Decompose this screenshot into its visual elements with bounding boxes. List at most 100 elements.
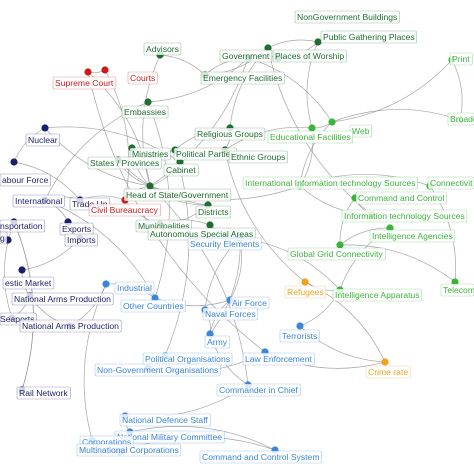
node-domestic-market[interactable] xyxy=(18,266,26,274)
label-ngos[interactable]: Non-Government Organisations xyxy=(94,363,221,377)
node-intelligence-agencies[interactable] xyxy=(386,224,394,232)
label-political-parties[interactable]: Political Parties xyxy=(173,147,238,161)
label-national-arms-production-1[interactable]: National Arms Production xyxy=(11,292,114,306)
label-civil-bureaucracy[interactable]: Civil Bureaucracy xyxy=(88,203,161,217)
node-courts[interactable] xyxy=(101,66,109,74)
label-emergency-facilities[interactable]: Emergency Facilities xyxy=(200,71,285,85)
node-other-countries[interactable] xyxy=(151,294,159,302)
label-exports[interactable]: Exports xyxy=(59,222,94,236)
node-nongov-buildings[interactable] xyxy=(264,44,272,52)
edge-web-to-broadcast xyxy=(331,109,461,123)
label-districts[interactable]: Districts xyxy=(195,205,231,219)
label-command-control[interactable]: Command and Control xyxy=(355,191,447,205)
label-crime-rate[interactable]: Crime rate xyxy=(365,365,411,379)
label-left-label[interactable]: g xyxy=(0,231,8,245)
label-transportation[interactable]: nsportation xyxy=(0,219,46,233)
node-cabinet[interactable] xyxy=(176,158,184,166)
label-box-print xyxy=(449,52,473,66)
label-it-sources[interactable]: Information technology Sources xyxy=(341,209,468,223)
label-commander-in-chief[interactable]: Commander in Chief xyxy=(216,383,301,397)
label-command-control-system[interactable]: Command and Control System xyxy=(199,450,322,464)
label-national-arms-production-2[interactable]: National Arms Production xyxy=(19,319,122,333)
label-box-labour-force xyxy=(0,173,51,187)
label-public-gathering[interactable]: Public Gathering Places xyxy=(320,30,418,44)
label-embassies[interactable]: Embassies xyxy=(121,105,169,119)
label-web[interactable]: Web xyxy=(349,124,373,138)
label-text-connectivity: Connectivit xyxy=(430,178,473,188)
label-head-of-state[interactable]: Head of State/Government xyxy=(123,188,232,202)
label-ethnic-groups[interactable]: Ethnic Groups xyxy=(228,150,288,164)
label-cabinet[interactable]: Cabinet xyxy=(163,163,199,177)
label-global-grid[interactable]: Global Grid Connectivity xyxy=(287,247,386,261)
label-army[interactable]: Army xyxy=(204,335,231,349)
label-text-labour-force: abour Force xyxy=(2,175,49,185)
label-nuclear[interactable]: Nuclear xyxy=(25,133,61,147)
label-print[interactable]: Print xyxy=(449,52,473,66)
label-text-telecom: Telecom xyxy=(443,285,474,295)
label-multinational-corporations[interactable]: Multinational Corporations xyxy=(76,443,182,457)
label-broadcast[interactable]: Broadc xyxy=(447,112,474,126)
label-supreme-court[interactable]: Supreme Court xyxy=(52,76,117,90)
label-text-intl-it-sources: International Information technology Sou… xyxy=(245,178,416,188)
label-national-defence-staff[interactable]: National Defence Staff xyxy=(119,413,211,427)
node-labour-force[interactable] xyxy=(10,158,18,166)
label-courts[interactable]: Courts xyxy=(127,71,158,85)
label-nongov-buildings[interactable]: NonGovernment Buildings xyxy=(294,10,400,24)
label-security-elements[interactable]: Security Elements xyxy=(187,237,262,251)
node-crime-rate[interactable] xyxy=(381,358,389,366)
label-intl-it-sources[interactable]: International Information technology Sou… xyxy=(242,176,418,190)
label-box-global-grid xyxy=(287,247,386,261)
label-other-countries[interactable]: Other Countries xyxy=(120,299,186,313)
label-text-transportation: nsportation xyxy=(0,221,43,231)
label-law-enforcement[interactable]: Law Enforcement xyxy=(242,352,315,366)
node-educational-facilities[interactable] xyxy=(308,124,316,132)
node-embassies[interactable] xyxy=(144,98,152,106)
label-naval-forces[interactable]: Naval Forces xyxy=(202,307,258,321)
node-refugees[interactable] xyxy=(301,278,309,286)
label-domestic-market[interactable]: estic Market xyxy=(2,276,55,290)
label-text-ministries: Ministries xyxy=(132,149,168,159)
node-industrial[interactable] xyxy=(102,280,110,288)
label-telecom[interactable]: Telecom xyxy=(440,283,474,297)
label-refugees[interactable]: Refugees xyxy=(284,285,327,299)
node-public-gathering[interactable] xyxy=(314,38,322,46)
label-autonomous[interactable]: Autonomous Special Areas xyxy=(147,227,256,241)
node-telecom[interactable] xyxy=(451,278,459,286)
label-text-terrorists: Terrorists xyxy=(282,331,317,341)
label-educational-facilities[interactable]: Educational Facilities xyxy=(267,130,354,144)
label-intelligence-apparatus[interactable]: Intelligence Apparatus xyxy=(332,288,422,302)
label-labour-force[interactable]: abour Force xyxy=(0,173,51,187)
label-text-security-elements: Security Elements xyxy=(190,239,259,249)
label-political-organisations[interactable]: Political Organisations xyxy=(142,352,233,366)
node-terrorists[interactable] xyxy=(296,322,304,330)
label-religious-groups[interactable]: Religious Groups xyxy=(194,127,266,141)
label-industrial[interactable]: Industrial xyxy=(114,281,155,295)
edge-global-grid-to-telecom xyxy=(339,244,456,283)
label-box-industrial xyxy=(114,281,155,295)
label-states-provinces[interactable]: States / Provinces xyxy=(87,156,162,170)
label-box-crime-rate xyxy=(365,365,411,379)
node-head-of-state[interactable] xyxy=(146,182,154,190)
label-imports[interactable]: Imports xyxy=(64,233,98,247)
node-autonomous[interactable] xyxy=(206,221,214,229)
label-intelligence-agencies[interactable]: Intelligence Agencies xyxy=(369,229,456,243)
label-text-print: Print xyxy=(452,54,470,64)
node-nuclear[interactable] xyxy=(41,124,49,132)
label-box-commander-in-chief xyxy=(216,383,301,397)
label-terrorists[interactable]: Terrorists xyxy=(279,329,320,343)
label-box-head-of-state xyxy=(123,188,232,202)
label-rail-network[interactable]: Rail Network xyxy=(16,386,71,400)
node-web[interactable] xyxy=(328,118,336,126)
node-supreme-court[interactable] xyxy=(84,68,92,76)
label-connectivity[interactable]: Connectivit xyxy=(427,176,474,190)
node-army[interactable] xyxy=(206,330,214,338)
edge-transportation-to-seaports xyxy=(3,221,15,319)
label-text-autonomous: Autonomous Special Areas xyxy=(150,229,253,239)
label-government[interactable]: Government xyxy=(219,49,273,63)
label-box-rail-network xyxy=(16,386,71,400)
label-international[interactable]: International xyxy=(12,194,65,208)
label-places-worship[interactable]: Places of Worship xyxy=(272,49,347,63)
node-global-grid[interactable] xyxy=(336,241,344,249)
label-air-force[interactable]: Air Force xyxy=(229,296,270,310)
label-advisors[interactable]: Advisors xyxy=(143,42,182,56)
